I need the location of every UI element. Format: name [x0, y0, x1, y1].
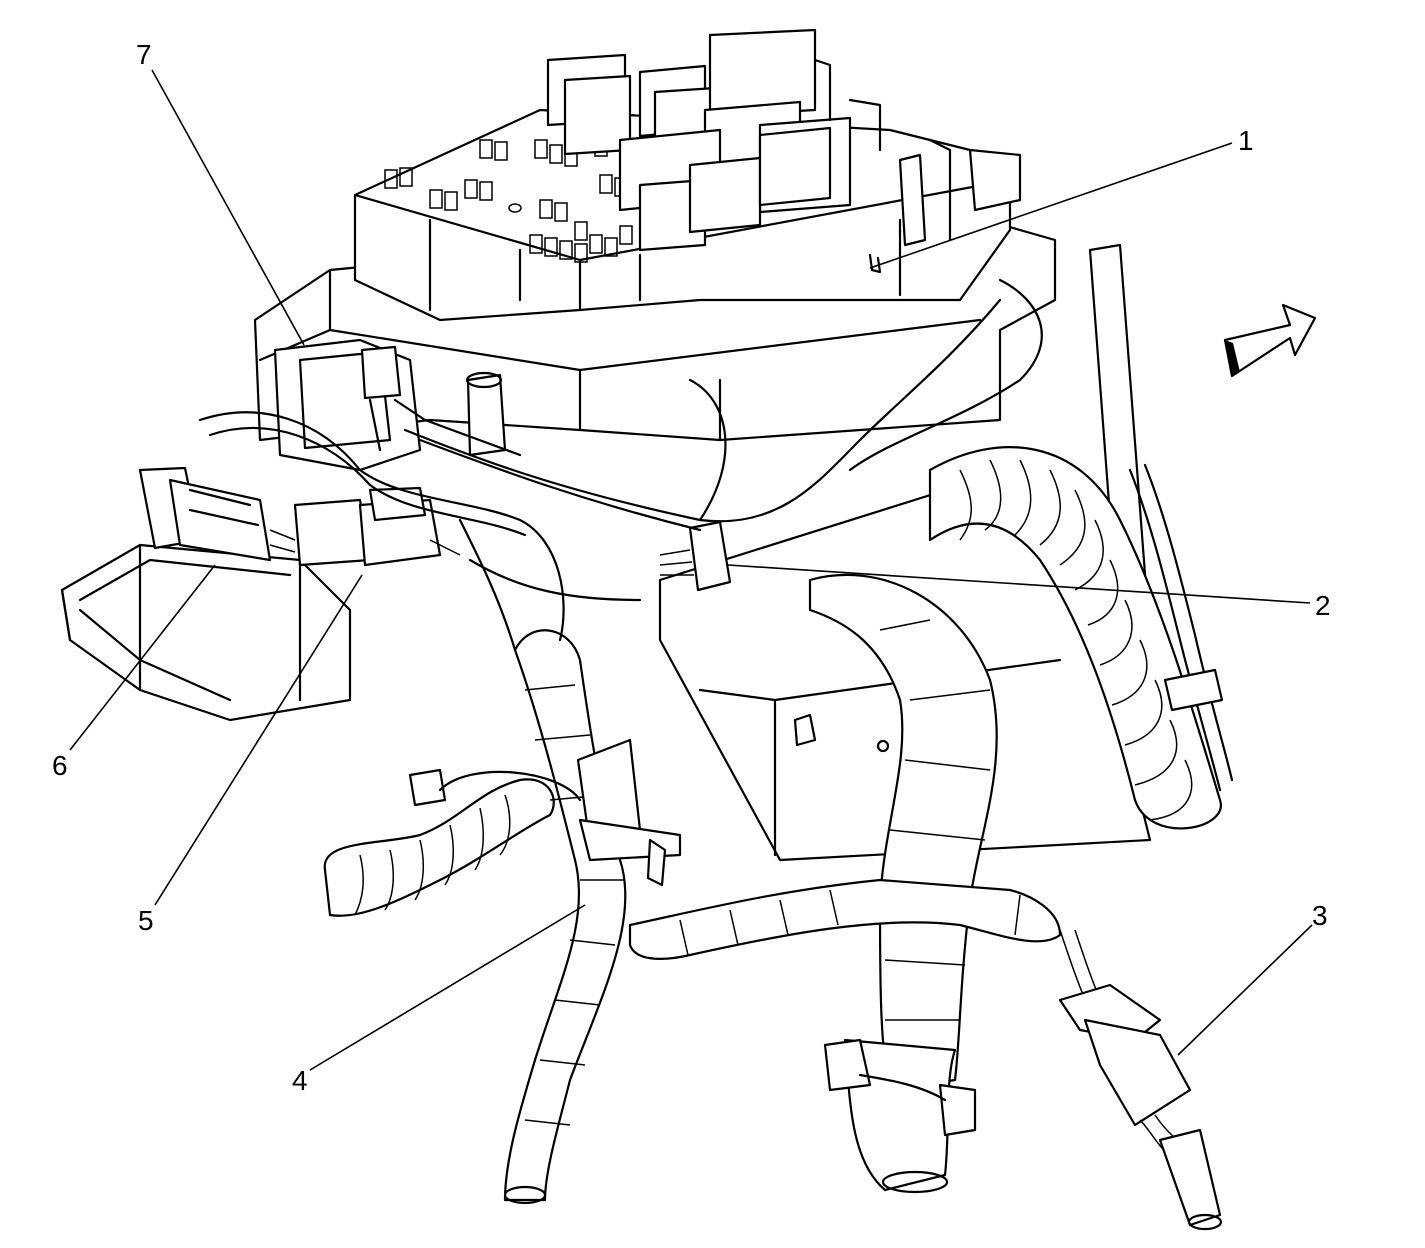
mounting-tray	[60, 543, 352, 722]
forward-arrow-icon	[1223, 303, 1317, 378]
callout-4: 4	[292, 1065, 308, 1096]
left-connectors	[138, 466, 461, 567]
callout-3: 3	[1312, 900, 1328, 931]
harness-connector	[1058, 983, 1223, 1231]
callout-5: 5	[138, 905, 154, 936]
underhood-fuse-block	[253, 28, 1057, 442]
center-connector	[659, 520, 732, 592]
callout-6: 6	[52, 750, 68, 781]
callout-1: 1	[1238, 125, 1254, 156]
callout-labels: 1 2 3 4 5 6 7	[52, 39, 1331, 1096]
callout-2: 2	[1315, 590, 1331, 621]
callout-7: 7	[136, 39, 152, 70]
fuse-block-connector	[273, 338, 522, 472]
harness-clamps	[408, 668, 1224, 1137]
callout-leaders	[69, 69, 1313, 1071]
